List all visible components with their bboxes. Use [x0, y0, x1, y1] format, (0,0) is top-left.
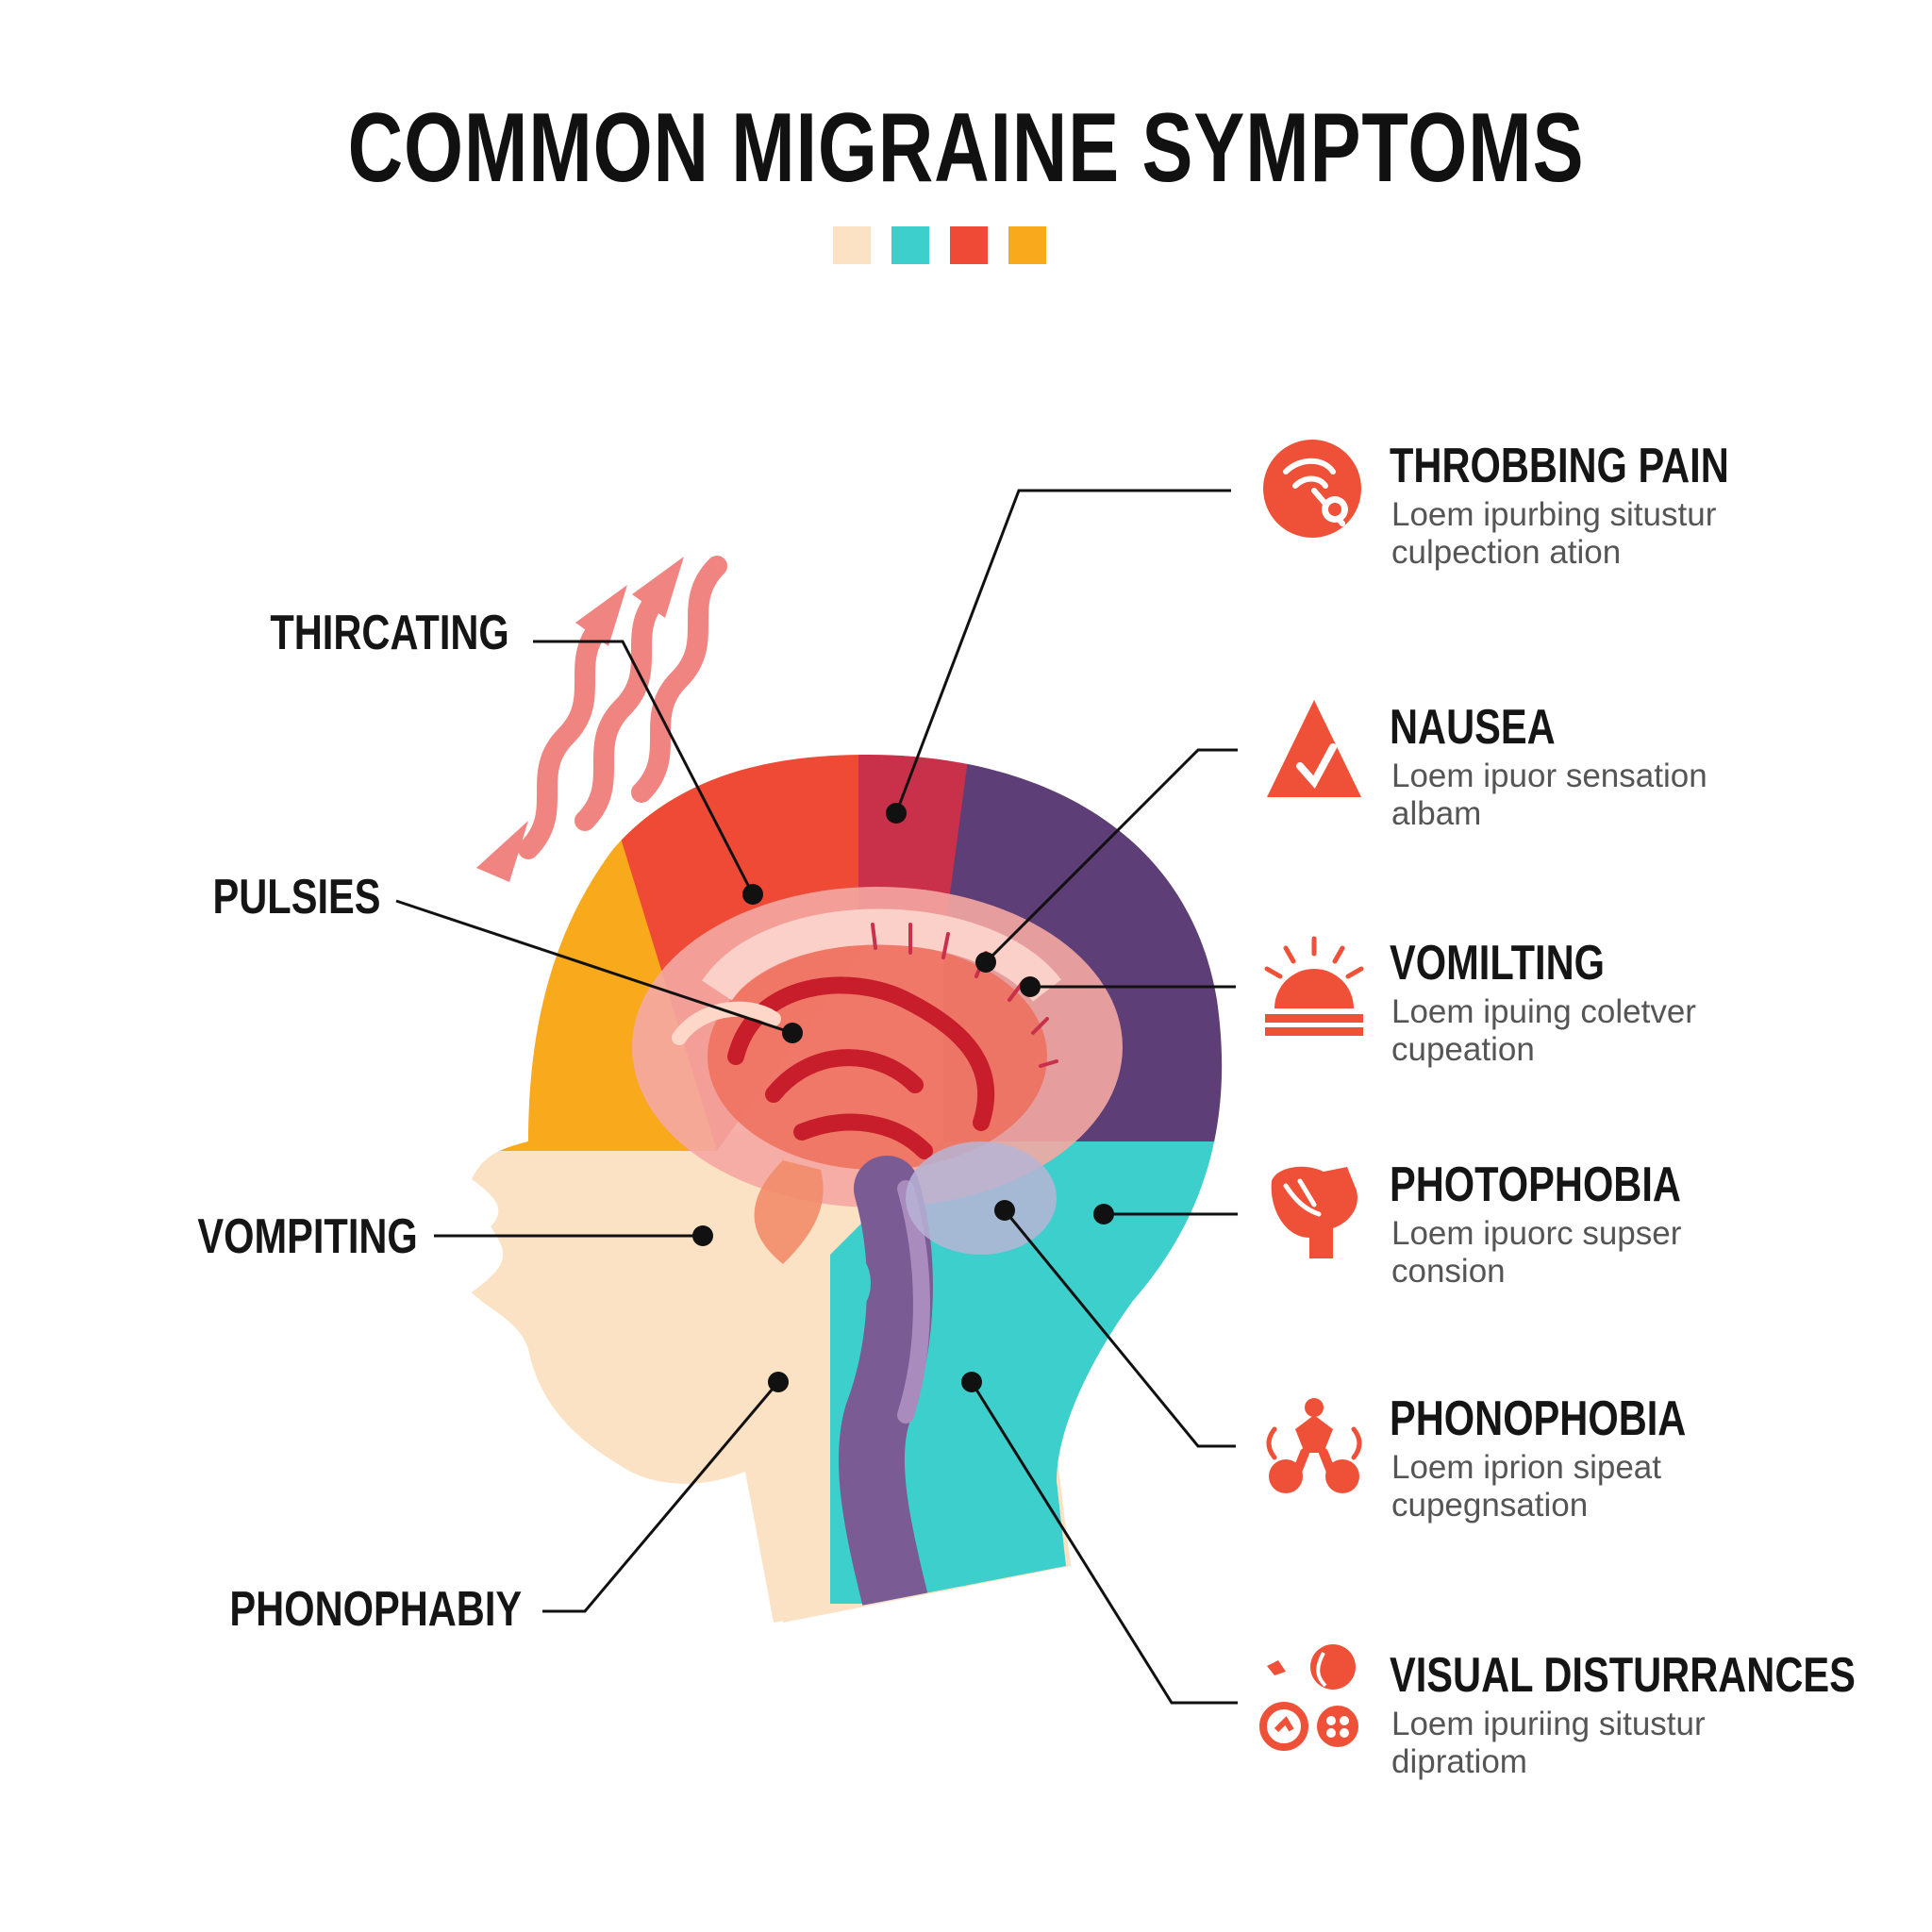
- leader-lines: [395, 489, 1238, 1705]
- brain-folds: [727, 976, 995, 1159]
- symptom-description: Loem ipuorc supser consion: [1391, 1215, 1882, 1291]
- description-line: dipratiom: [1391, 1743, 1527, 1780]
- description-line: Loem ipuriing situstur: [1391, 1706, 1706, 1742]
- leader-thircating: [533, 640, 755, 895]
- symptom-description: Loem iprion sipeat cupegnsation: [1391, 1449, 1882, 1524]
- leader-visual: [970, 1381, 1238, 1705]
- left-label-phonophabiy: PHONOPHABIY: [229, 1582, 522, 1637]
- sinus-shape: [754, 1160, 824, 1264]
- leader-throbbing: [894, 489, 1231, 814]
- description-line: cupeation: [1391, 1031, 1535, 1068]
- leader-nausea: [984, 748, 1238, 964]
- swatch-teal: [891, 226, 929, 264]
- symptom-description: Loem ipurbing situstur culpection ation: [1391, 496, 1882, 572]
- left-label-thircating: THIRCATING: [270, 606, 509, 660]
- page-title: COMMON MIGRAINE SYMPTOMS: [347, 93, 1585, 203]
- visual-icons-cluster-icon: [1259, 1644, 1358, 1751]
- leader-pulsies: [395, 899, 793, 1035]
- skull-crimson-segment: [858, 755, 1000, 943]
- brain-arc: [702, 908, 1061, 1003]
- description-line: Loem ipuing coletver: [1391, 993, 1696, 1030]
- hand-light-icon: [1271, 1166, 1357, 1258]
- symptom-title: THROBBING PAIN: [1390, 439, 1729, 493]
- description-line: Loem ipuorc supser: [1391, 1215, 1682, 1252]
- heat-waves-icon: [476, 556, 727, 882]
- rising-sun-icon: [1264, 936, 1364, 1036]
- symptom-title: VISUAL DISTURRANCES: [1390, 1648, 1856, 1703]
- symptom-description: Loem ipuor sensation albam: [1391, 758, 1882, 833]
- left-label-pulsies: PULSIES: [212, 870, 380, 924]
- description-line: culpection ation: [1391, 534, 1622, 571]
- left-label-vompiting: VOMPITING: [197, 1209, 418, 1264]
- description-line: Loem ipurbing situstur: [1391, 496, 1717, 533]
- description-line: cupegnsation: [1391, 1487, 1589, 1524]
- swatch-red: [950, 226, 988, 264]
- brain-stem: [838, 1156, 933, 1623]
- leader-dots: [692, 803, 1114, 1392]
- symptom-description: Loem ipuriing situstur dipratiom: [1391, 1706, 1882, 1781]
- symptom-title: VOMILTING: [1390, 936, 1606, 991]
- brain-pain-icon: [1263, 440, 1361, 538]
- symptom-description: Loem ipuing coletver cupeation: [1391, 993, 1882, 1069]
- ear-shape: [837, 1255, 871, 1311]
- description-line: consion: [1391, 1253, 1506, 1290]
- symptom-title: NAUSEA: [1390, 700, 1556, 755]
- color-swatches: [833, 226, 1046, 264]
- sound-figure-icon: [1266, 1398, 1362, 1493]
- leader-phonophabiy: [542, 1381, 780, 1613]
- description-line: Loem ipuor sensation: [1391, 758, 1707, 794]
- symptom-title: PHOTOPHOBIA: [1390, 1158, 1681, 1212]
- nausea-triangle-icon: [1267, 700, 1361, 797]
- leader-phonophobia: [1003, 1209, 1236, 1448]
- swatch-skin: [833, 226, 871, 264]
- description-line: Loem iprion sipeat: [1391, 1449, 1661, 1486]
- pons-area: [906, 1141, 1057, 1255]
- symptom-title: PHONOPHOBIA: [1390, 1391, 1687, 1446]
- swatch-orange: [1008, 226, 1046, 264]
- description-line: albam: [1391, 795, 1482, 832]
